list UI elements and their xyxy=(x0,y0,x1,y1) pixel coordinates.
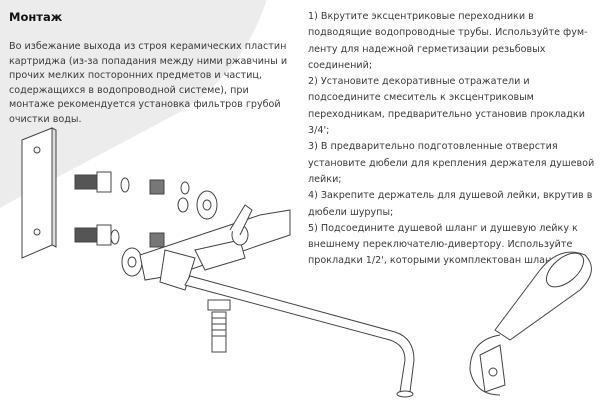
section-title: Монтаж xyxy=(9,10,63,24)
intro-paragraph: Во избежание выхода из строя керамически… xyxy=(9,41,288,125)
spout xyxy=(184,275,415,398)
shower-holder xyxy=(479,344,506,393)
installation-steps: 1) Вкрутите эксцентриковые переходники в… xyxy=(308,9,598,270)
step-4: 4) Закрепите держатель для душевой лейки… xyxy=(308,190,593,218)
mixer-body xyxy=(139,204,291,291)
hand-shower xyxy=(469,251,592,396)
eccentric-adapters xyxy=(74,171,165,248)
step-1: 1) Вкрутите эксцентриковые переходники в… xyxy=(308,11,588,71)
wall-plate xyxy=(21,127,57,259)
step-5: 5) Подсоедините душевой шланг и душевую … xyxy=(308,222,578,267)
gaskets-and-reflectors xyxy=(110,177,218,277)
step-3: 3) В предварительно подготовленные отвер… xyxy=(308,141,595,185)
step-2: 2) Установите декоративные отражатели и … xyxy=(308,76,585,137)
diverter xyxy=(207,299,231,353)
